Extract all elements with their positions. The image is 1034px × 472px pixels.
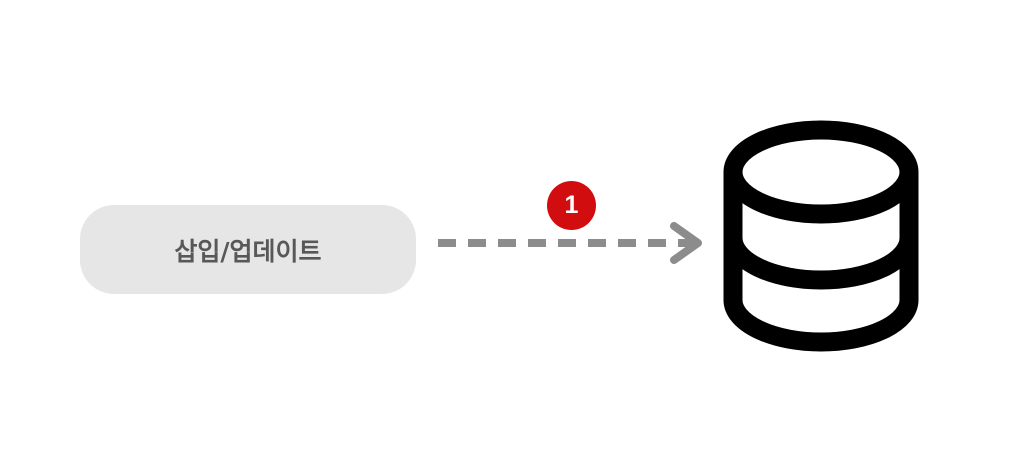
insert-update-node: 삽입/업데이트 xyxy=(80,205,416,294)
database-icon xyxy=(723,120,919,352)
dashed-arrow xyxy=(438,222,702,264)
step-badge: 1 xyxy=(547,181,596,230)
database-top xyxy=(723,120,919,224)
database-middle-ring xyxy=(723,172,919,290)
arrow-head xyxy=(670,222,702,264)
database-bottom-ring xyxy=(723,238,919,352)
step-number: 1 xyxy=(564,191,579,219)
insert-update-label: 삽입/업데이트 xyxy=(174,236,322,266)
